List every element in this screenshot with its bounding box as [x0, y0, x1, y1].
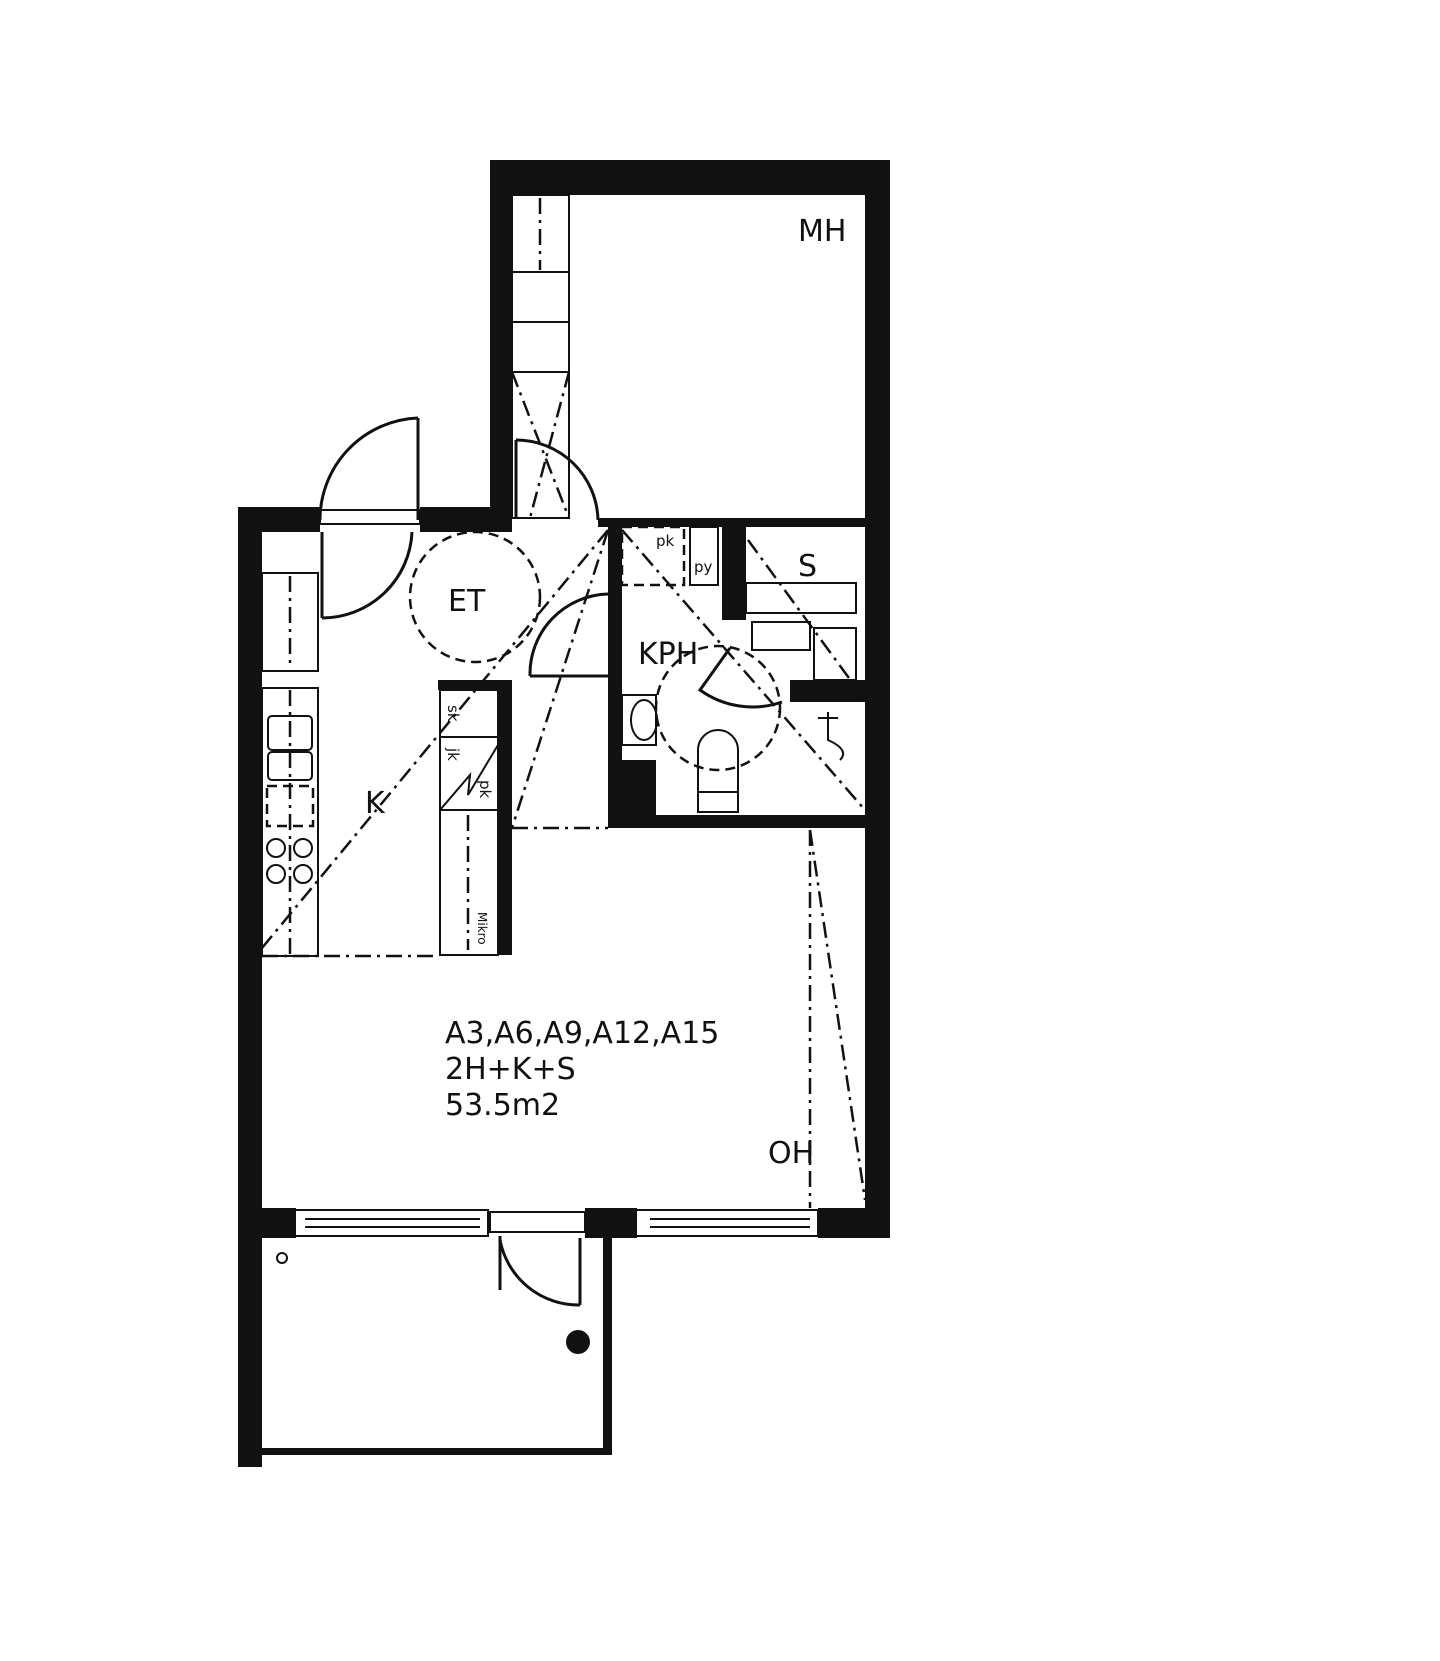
fixture-label-sk: sk [444, 705, 462, 722]
fixture-label-jk: jk [444, 747, 462, 761]
room-label-oh: OH [768, 1136, 814, 1171]
apartment-numbers: A3,A6,A9,A12,A15 [445, 1016, 719, 1051]
windows [291, 162, 819, 1237]
room-label-mh: MH [798, 214, 846, 249]
apartment-type: 2H+K+S [445, 1052, 576, 1087]
walls [238, 160, 890, 1467]
room-label-s: S [798, 549, 817, 584]
room-labels: MH ET KPH S K OH pk py sk jk pk Mikro [365, 214, 846, 1171]
doors [318, 416, 783, 1307]
drain-icon [566, 1330, 590, 1354]
fixture-label-pk-kitchen: pk [476, 780, 494, 799]
room-label-k: K [365, 786, 386, 821]
fixture-label-pk: pk [656, 532, 675, 550]
fixture-label-py: py [694, 558, 713, 576]
room-label-kph: KPH [638, 637, 698, 672]
apartment-info: A3,A6,A9,A12,A15 2H+K+S 53.5m2 [445, 1016, 719, 1123]
sightlines [261, 529, 867, 1208]
room-label-et: ET [448, 584, 486, 619]
fixture-label-mikro: Mikro [475, 912, 489, 945]
wardrobes [261, 194, 857, 957]
balcony [240, 1238, 612, 1467]
apartment-area: 53.5m2 [445, 1088, 560, 1123]
